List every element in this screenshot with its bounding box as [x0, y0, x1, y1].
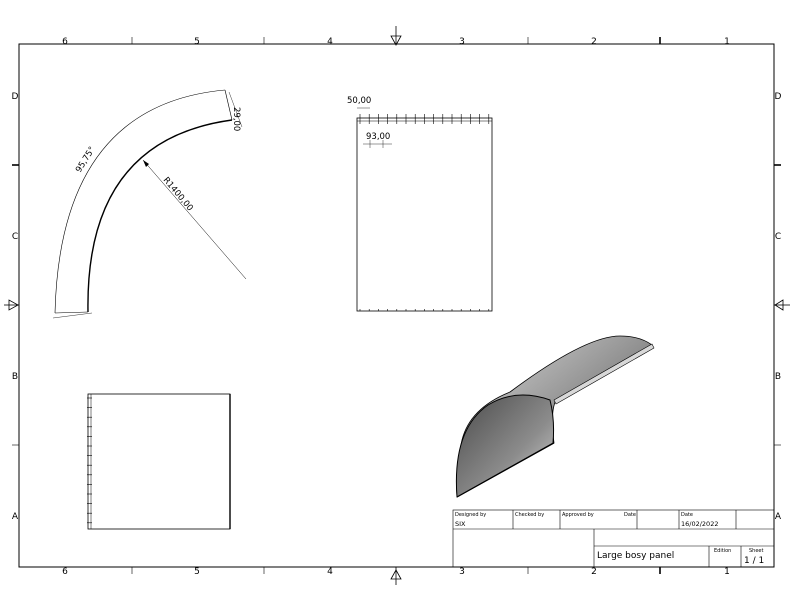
top-view-outline	[356, 117, 493, 312]
radius-leader	[142, 159, 247, 280]
side-view	[87, 393, 231, 530]
zone-col-top-2: 2	[591, 37, 597, 47]
centering-marks	[4, 26, 790, 585]
approved-by-label: Approved by	[562, 512, 594, 518]
zone-row-right-D: D	[775, 92, 782, 102]
thickness-dimension: 29,00	[231, 107, 241, 131]
zone-col-bottom-2: 2	[591, 567, 597, 577]
zone-row-right-C: C	[775, 232, 781, 242]
radius-dimension: R1400,00	[161, 176, 195, 214]
isometric-view	[455, 335, 655, 498]
iso-end-face	[455, 394, 555, 498]
pitch-dimension: 93,00	[366, 132, 390, 142]
zone-col-top-5: 5	[194, 37, 200, 47]
designed-by-value: SIX	[455, 520, 466, 528]
zone-row-right-A: A	[775, 512, 782, 522]
zone-col-bottom-1: 1	[724, 567, 730, 577]
checked-by-label: Checked by	[515, 512, 544, 518]
angle-dimension: 95,75°	[74, 145, 98, 175]
top-view	[356, 107, 493, 312]
zone-col-bottom-3: 3	[459, 567, 465, 577]
date-value: 16/02/2022	[681, 520, 718, 528]
thickness-ext-line	[228, 91, 243, 128]
zone-row-right-B: B	[775, 372, 781, 382]
zone-col-top-1: 1	[724, 37, 730, 47]
zone-labels-left: D C B A	[12, 92, 19, 522]
panel-bottom-edge	[54, 311, 89, 314]
zone-row-left-D: D	[12, 92, 19, 102]
zone-labels-top: 6 5 4 3 2 1	[62, 37, 730, 47]
zone-labels-right: D C B A	[775, 92, 782, 522]
zone-col-bottom-4: 4	[327, 567, 333, 577]
zone-ticks-bold	[12, 37, 781, 574]
front-view	[52, 89, 247, 319]
approved-date-label: Date	[624, 512, 636, 518]
panel-inner-arc	[87, 119, 233, 313]
zone-row-left-A: A	[12, 512, 19, 522]
angle-ext-line	[52, 312, 93, 319]
side-view-hole-marks	[87, 397, 92, 524]
radius-arrow	[143, 160, 149, 167]
zone-col-top-6: 6	[62, 37, 68, 47]
zone-row-left-C: C	[12, 232, 18, 242]
panel-outer-arc	[54, 89, 226, 314]
top-view-hole-marks	[359, 114, 490, 124]
panel-top-edge	[224, 89, 233, 121]
edition-label: Edition	[714, 548, 731, 554]
title-block	[452, 509, 775, 568]
zone-labels-bottom: 6 5 4 3 2 1	[62, 567, 730, 577]
zone-col-bottom-5: 5	[194, 567, 200, 577]
bottom-view-hole-marks	[359, 309, 490, 311]
iso-flange	[553, 343, 655, 405]
zone-col-top-3: 3	[459, 37, 465, 47]
sheet-value: 1 / 1	[744, 556, 764, 566]
side-view-outline	[87, 393, 231, 530]
zone-row-left-B: B	[12, 372, 18, 382]
designed-by-label: Designed by	[455, 512, 486, 518]
zone-col-bottom-6: 6	[62, 567, 68, 577]
drawing-title: Large bosy panel	[597, 551, 674, 561]
zone-col-top-4: 4	[327, 37, 333, 47]
sheet-label: Sheet	[749, 548, 763, 554]
date-label: Date	[681, 512, 693, 518]
edge-dimension: 50,00	[347, 96, 371, 106]
